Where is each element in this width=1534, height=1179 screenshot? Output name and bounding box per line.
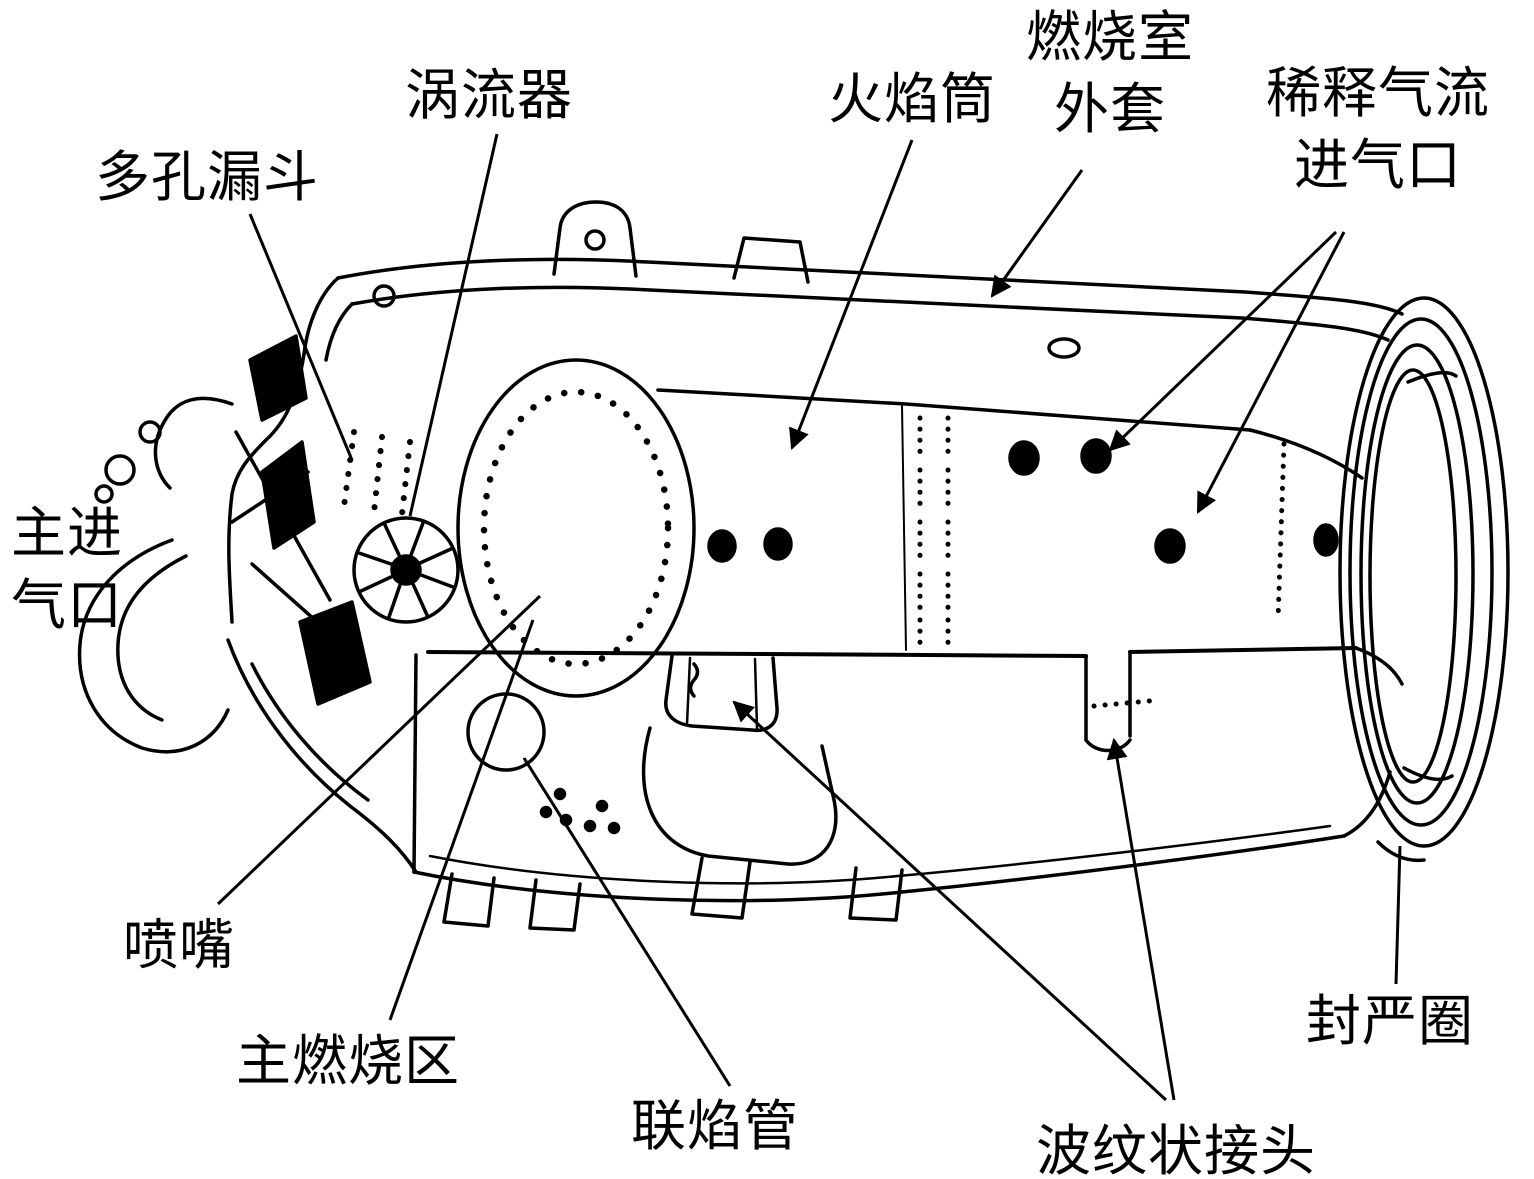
leader-perforated-funnel [248, 213, 354, 461]
swirler-part [352, 516, 460, 624]
leader-flame-tube [789, 139, 914, 450]
label-swirler: 涡流器 [405, 65, 574, 126]
cooling-louver-rows [917, 415, 1287, 653]
label-interconnector: 联焰管 [631, 1096, 800, 1157]
leader-dilution-inlet-1 [1108, 230, 1338, 452]
leader-dilution-inlet-2 [1196, 231, 1346, 514]
leader-main-combustion-zone [388, 619, 535, 1021]
label-main-combustion-zone: 主燃烧区 [236, 1031, 461, 1092]
leader-fuel-nozzle [216, 594, 542, 906]
label-corrugated-joint: 波纹状接头 [1036, 1121, 1317, 1179]
leader-seal-ring [1394, 845, 1402, 985]
main-inlet-part [77, 334, 418, 874]
leader-corrugated-1 [732, 700, 1168, 1102]
label-flame-tube: 火焰筒 [828, 69, 997, 130]
engine-line-art [77, 200, 1510, 932]
label-dilution-air-inlet: 稀释气流 进气口 [1265, 63, 1490, 196]
flame-tube-part [426, 388, 1404, 686]
interconnector-tube-part [664, 654, 779, 733]
leader-outer-casing [990, 169, 1084, 298]
leader-corrugated-2 [1106, 737, 1176, 1101]
combustion-dome-part [456, 358, 696, 698]
label-outer-casing: 燃烧室 外套 [1025, 7, 1194, 140]
corrugated-joint-part [1084, 650, 1163, 753]
label-perforated-funnel: 多孔漏斗 [95, 147, 320, 208]
exit-flange-rings [1338, 296, 1510, 863]
dilution-holes [707, 438, 1339, 564]
label-fuel-nozzle: 喷嘴 [123, 915, 236, 976]
perforated-funnel-part [341, 429, 413, 517]
label-main-air-inlet: 主进 气口 [10, 503, 123, 636]
leader-swirler [408, 133, 499, 517]
leader-lines [216, 133, 1402, 1102]
leader-interconnector [522, 757, 732, 1087]
outer-casing-part [302, 200, 1404, 362]
label-seal-ring: 封严圈 [1306, 991, 1475, 1052]
